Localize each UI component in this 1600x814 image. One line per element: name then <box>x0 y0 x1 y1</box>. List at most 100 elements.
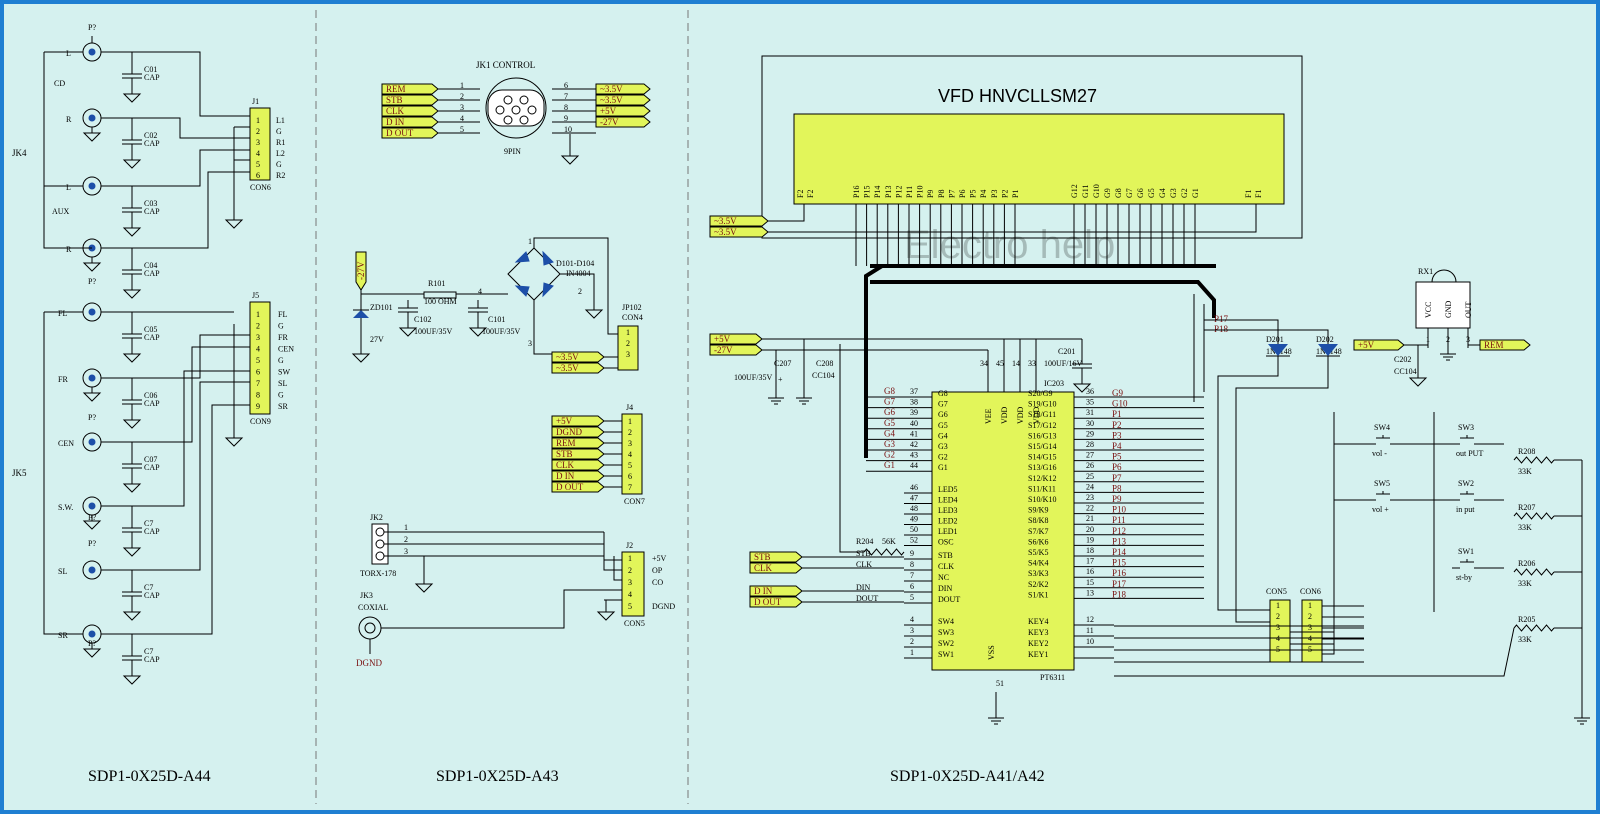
vfd-pin-4: P14 <box>873 186 882 198</box>
ic-right-ext: P14 <box>1112 547 1127 557</box>
ic-right-pin: KEY3 <box>1028 628 1048 637</box>
switch-name: SW2 <box>1458 479 1474 488</box>
jp102-pin: 1 <box>626 328 630 337</box>
j4-sig-6-tag <box>551 481 605 493</box>
ic-right-num: 30 <box>1086 419 1094 428</box>
ground-symbol <box>224 432 244 447</box>
resistor-3 <box>1513 624 1555 632</box>
rca-pin-jk5-2 <box>88 438 96 446</box>
ic-left-pin: G2 <box>938 453 948 462</box>
vfd-pin-23: G7 <box>1125 188 1134 198</box>
diode-bridge-name: D101-D104 <box>556 259 594 268</box>
c201-value: 100UF/16V <box>1044 359 1082 368</box>
con6-name: CON6 <box>1300 587 1321 596</box>
vfd-title: VFD HNVCLLSM27 <box>938 86 1097 106</box>
ic-top-num: 33 <box>1028 359 1036 368</box>
vfd-pin-25: G5 <box>1147 188 1156 198</box>
wire <box>101 346 250 443</box>
ground-symbol <box>596 606 616 621</box>
cap-name-5: C06 <box>144 391 157 400</box>
switch-label: in put <box>1456 505 1475 514</box>
ic-right-ext: P18 <box>1112 589 1127 599</box>
ic-right-num: 24 <box>1086 482 1094 491</box>
r101-value: 100 OHM <box>424 297 457 306</box>
ground-symbol <box>122 88 142 103</box>
con6-connector <box>1301 599 1323 663</box>
j1-pin: 6 <box>256 171 260 180</box>
ic-right-pin: S14/G15 <box>1028 453 1056 462</box>
ic-right-pin: S11/K11 <box>1028 484 1056 493</box>
switch-0 <box>1368 435 1398 445</box>
c102-name: C102 <box>414 315 431 324</box>
cap-value-4: CAP <box>144 333 160 342</box>
res-name: R208 <box>1518 447 1535 456</box>
j4-pin: 4 <box>628 450 632 459</box>
ic-left-num: 44 <box>910 461 918 470</box>
jk1-right-0-tag <box>595 83 651 95</box>
ic-top-num: 14 <box>1012 359 1020 368</box>
j5-pin: 2 <box>256 322 260 331</box>
jk1-left-pin: 5 <box>460 125 464 134</box>
jk1-right-pin: 8 <box>564 103 568 112</box>
jk1-left-pin: 1 <box>460 81 464 90</box>
ic-right-ext: P7 <box>1112 473 1122 483</box>
rx1-pin-1: GND <box>1444 300 1453 318</box>
a41-supply-1-tag <box>709 344 763 356</box>
rca-pin-jk5-5 <box>88 630 96 638</box>
ground-symbol <box>768 392 784 405</box>
vfd-pin-31: F1 <box>1254 190 1263 198</box>
neg27-tag <box>355 251 367 291</box>
jk1-sub: 9PIN <box>504 147 521 156</box>
ic-top-pin-3: VDD <box>1032 406 1041 424</box>
ic-right-ext: P6 <box>1112 462 1122 472</box>
r101-resistor <box>423 291 457 299</box>
j1-label: L2 <box>276 149 285 158</box>
ic-left-num: 1 <box>910 648 914 657</box>
jk1-left-4-tag <box>381 127 439 139</box>
jk1-right-2-tag <box>595 105 651 117</box>
ic-left-pin: G5 <box>938 421 948 430</box>
ic-right-pin: S13/G16 <box>1028 463 1056 472</box>
ic-right-ext: P4 <box>1112 441 1122 451</box>
jk1-left-pin: 2 <box>460 92 464 101</box>
zd101-name: ZD101 <box>370 303 393 312</box>
vfd-pin-28: G2 <box>1180 188 1189 198</box>
ic-right-num: 11 <box>1086 626 1094 635</box>
ic-left-num: 47 <box>910 494 918 503</box>
jk2-name: JK2 <box>370 513 383 522</box>
vfd-pin-10: P8 <box>937 190 946 198</box>
rx1-pin-0: VCC <box>1424 302 1433 318</box>
ground-symbol <box>122 414 142 429</box>
ic-right-num: 35 <box>1086 398 1094 407</box>
ctrl-in-1: CLK <box>754 563 773 573</box>
rx1-out: REM <box>1484 340 1504 350</box>
ic-left-pin: LED5 <box>938 485 958 494</box>
jk1-left-0-tag <box>381 83 439 95</box>
jp-ac-0: ~3.5V <box>556 352 579 362</box>
j5-type: CON9 <box>250 417 271 426</box>
j5-label: SL <box>278 379 287 388</box>
j1-label: G <box>276 160 282 169</box>
ground-symbol <box>122 154 142 169</box>
zener-diode <box>353 310 369 318</box>
a41-supply-0: +5V <box>714 334 731 344</box>
ic-right-ext: P3 <box>1112 430 1122 440</box>
switch-label: out PUT <box>1456 449 1483 458</box>
wire <box>1235 356 1329 623</box>
ctrl-in-3: D OUT <box>754 597 782 607</box>
cap-name-9: C7 <box>144 647 153 656</box>
r204-name: R204 <box>856 537 873 546</box>
j4-sig-6: D OUT <box>556 482 584 492</box>
wire <box>101 381 250 571</box>
ctrl-text: DIN <box>856 583 870 592</box>
ic203-vss: VSS <box>987 645 996 660</box>
schematic-canvas: SDP1-0X25D-A44 SDP1-0X25D-A43 SDP1-0X25D… <box>4 4 1596 810</box>
rca-pin-jk4-2 <box>88 182 96 190</box>
ic-right-pin: S12/K12 <box>1028 474 1056 483</box>
ic-right-pin: S15/G14 <box>1028 442 1056 451</box>
resistor-1 <box>1513 512 1555 520</box>
vfd-pin-14: P4 <box>979 190 988 198</box>
jk5-pin-label: FL <box>58 309 67 318</box>
switch-name: SW5 <box>1374 479 1390 488</box>
p17-label: P17 <box>1214 314 1229 324</box>
